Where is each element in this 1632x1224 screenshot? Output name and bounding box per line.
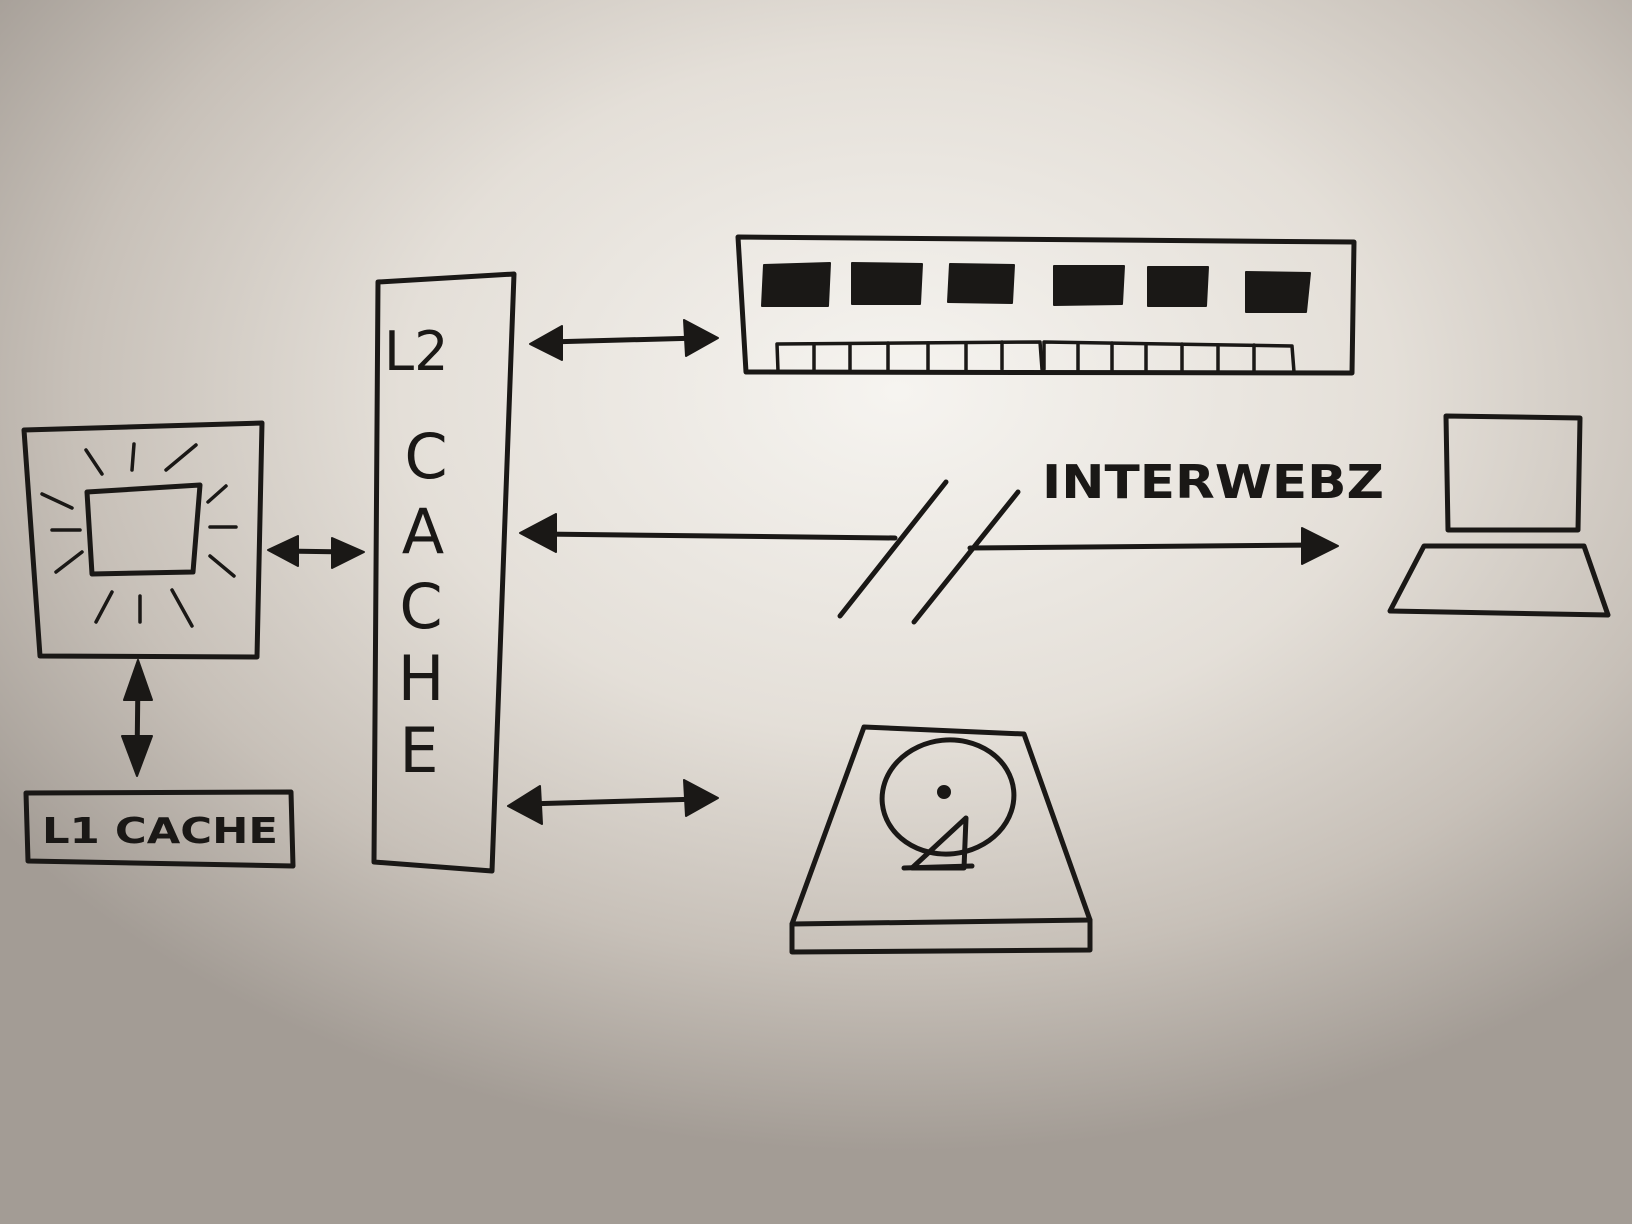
l2-cache-letter-h: H — [398, 642, 445, 715]
cpu-icon — [21, 420, 265, 660]
l2-ram-arrow — [529, 319, 719, 361]
l2-internet-arrow: INTERWEBZ — [519, 455, 1384, 625]
cpu-glow-rays — [40, 442, 238, 628]
l2-label: L2 — [384, 320, 448, 383]
l2-cache-letter-c1: C — [404, 420, 447, 493]
laptop-icon — [1387, 413, 1611, 618]
cpu-l2-arrow — [267, 535, 365, 569]
l2-disk-arrow — [507, 779, 719, 825]
ram-module-icon — [735, 234, 1357, 376]
internet-label: INTERWEBZ — [1042, 455, 1384, 509]
l2-cache-letter-e: E — [399, 714, 438, 787]
l2-cache-box: L2 C A C H E — [371, 271, 517, 874]
l1-cache-label: L1 CACHE — [42, 811, 278, 852]
ram-chips — [761, 262, 1311, 313]
l2-cache-letter-c2: C — [399, 570, 442, 643]
ram-contacts — [775, 340, 1296, 374]
hard-disk-icon — [789, 724, 1093, 955]
l2-cache-letter-a: A — [402, 495, 444, 568]
cpu-l1-arrow — [121, 659, 153, 777]
l1-cache-box: L1 CACHE — [23, 789, 296, 869]
